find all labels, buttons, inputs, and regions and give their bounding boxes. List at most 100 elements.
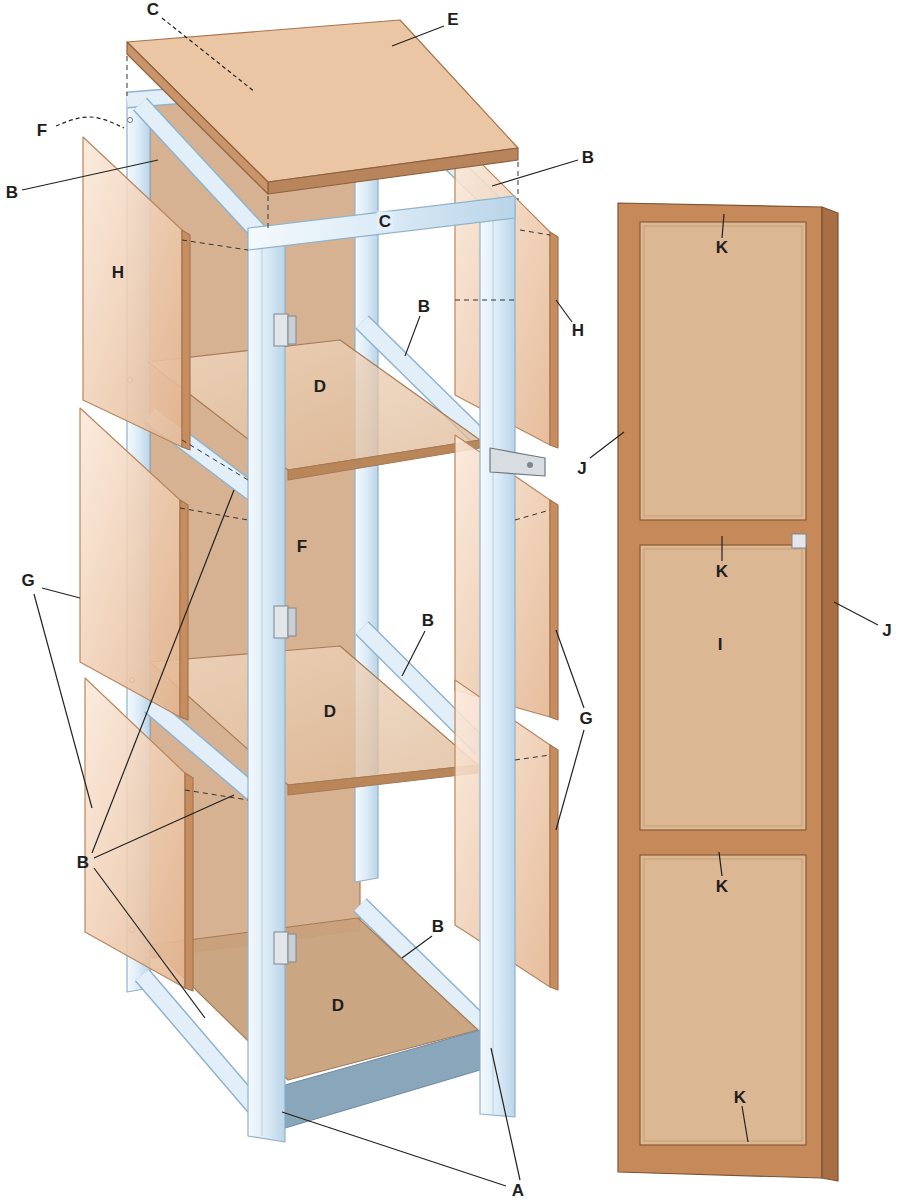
- part-letter: D: [322, 702, 338, 721]
- leader-line: [34, 594, 92, 808]
- guide-line: [515, 510, 550, 520]
- door: [618, 203, 838, 1181]
- front-left-post: [248, 229, 285, 1142]
- guide-line: [182, 240, 248, 250]
- leader-line: [590, 432, 624, 458]
- hasp-hole: [527, 462, 533, 468]
- leader-line: [405, 316, 420, 356]
- steel-frame: [80, 20, 558, 1142]
- leader-line: [719, 852, 722, 876]
- door-panel: [640, 855, 806, 1145]
- door-panel: [640, 222, 806, 520]
- part-letter: K: [714, 238, 730, 257]
- leader-line: [162, 18, 255, 92]
- part-letter: B: [580, 148, 596, 167]
- part-letter: F: [295, 537, 309, 556]
- door-latch: [792, 534, 806, 548]
- panel-edge: [550, 500, 558, 720]
- leader-line: [42, 588, 80, 598]
- part-letter: H: [570, 321, 586, 340]
- guide-line: [518, 162, 519, 200]
- door-frame: [618, 203, 822, 1178]
- part-letter: D: [330, 996, 346, 1015]
- door-panel-bevel: [644, 859, 802, 1141]
- part-letter: J: [575, 459, 588, 478]
- hinge: [274, 606, 288, 638]
- guide-line: [127, 56, 128, 96]
- panel-edge: [550, 745, 558, 990]
- part-letter: K: [714, 877, 730, 896]
- hasp: [490, 448, 545, 476]
- hinge: [288, 316, 296, 344]
- guide-line: [268, 196, 269, 230]
- leader-line: [94, 868, 205, 1018]
- part-letter: B: [4, 183, 20, 202]
- top-panel-edge: [127, 42, 268, 194]
- leader-line: [491, 1048, 520, 1180]
- side-panel: [80, 408, 180, 717]
- panel-edge: [182, 230, 190, 450]
- top-panel-edge: [268, 148, 518, 194]
- leader-line: [742, 1106, 748, 1142]
- guide-line: [515, 755, 550, 760]
- leader-line: [556, 630, 584, 708]
- screw-hole: [128, 118, 133, 123]
- post-channel: [262, 240, 263, 1136]
- leader-line: [402, 936, 432, 958]
- shelf-edge: [288, 765, 478, 795]
- shelf: [150, 646, 478, 785]
- hinge: [274, 314, 288, 346]
- part-letter: K: [732, 1088, 748, 1107]
- door-panel-bevel: [644, 549, 802, 826]
- top-front-rail: [248, 196, 515, 250]
- part-letter: C: [145, 0, 161, 19]
- shelf-edge: [288, 440, 480, 480]
- leader-line: [721, 536, 722, 561]
- front-right-post: [480, 205, 515, 1117]
- part-letter: F: [35, 121, 49, 140]
- leader-line: [722, 214, 724, 238]
- kick-plate: [285, 1030, 480, 1128]
- door-edge: [822, 207, 838, 1181]
- part-letter: D: [312, 377, 328, 396]
- part-letter: G: [577, 709, 594, 728]
- leader-line: [94, 795, 234, 858]
- leader-line: [392, 26, 444, 46]
- part-letter: B: [416, 297, 432, 316]
- part-letter: H: [110, 263, 126, 282]
- hinge: [288, 934, 296, 962]
- side-panel: [83, 137, 182, 447]
- part-letter: K: [714, 562, 730, 581]
- guide-line: [185, 790, 248, 800]
- leader-line: [834, 602, 878, 625]
- leader-line: [56, 117, 124, 128]
- post-channel: [493, 215, 494, 1114]
- guide-line: [455, 300, 515, 301]
- part-letter: J: [880, 621, 893, 640]
- part-letter: C: [377, 212, 393, 231]
- leader-line: [556, 730, 584, 830]
- part-letter: B: [420, 611, 436, 630]
- guide-line: [520, 230, 550, 235]
- hinge: [274, 932, 288, 964]
- leader-line: [22, 160, 158, 190]
- door-panel-bevel: [644, 226, 802, 516]
- panel-edge: [185, 773, 193, 991]
- leader-line: [92, 490, 234, 853]
- hinge: [288, 608, 296, 636]
- leader-line: [556, 300, 572, 322]
- part-letter: A: [510, 1181, 526, 1200]
- door-panel: [640, 545, 806, 830]
- panel-edge: [550, 232, 558, 448]
- part-letter: E: [445, 10, 460, 29]
- part-letter: I: [716, 635, 725, 654]
- guide-line: [182, 440, 248, 480]
- part-letter: B: [75, 853, 91, 872]
- leader-lines: [22, 18, 878, 1186]
- leader-line: [492, 160, 578, 186]
- leader-line: [282, 1112, 506, 1186]
- leader-line: [402, 631, 425, 676]
